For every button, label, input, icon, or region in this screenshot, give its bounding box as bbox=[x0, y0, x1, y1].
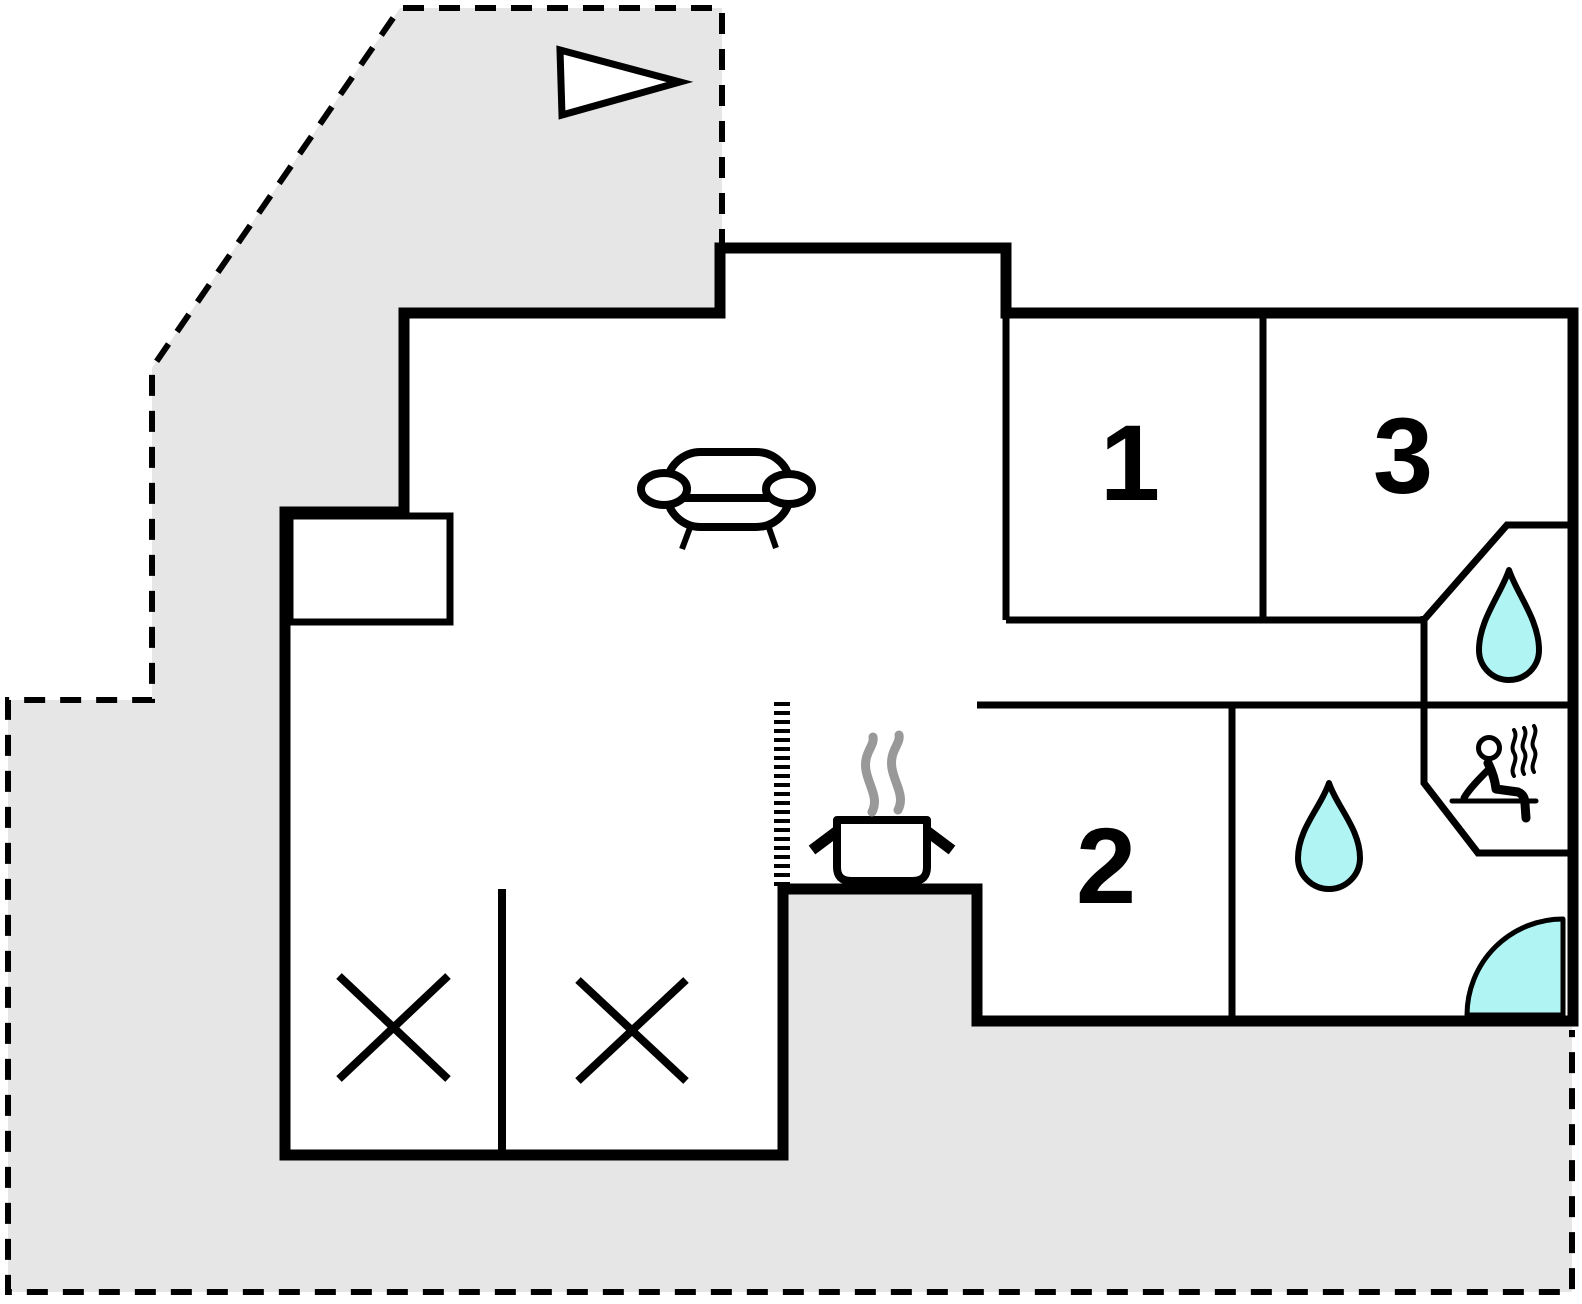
building-footprint bbox=[279, 242, 1579, 1161]
pot-body bbox=[833, 816, 931, 885]
sauna-person-arm bbox=[1460, 766, 1492, 802]
wall-top-bathroom-chamfer bbox=[1419, 521, 1573, 625]
sofa-icon bbox=[637, 448, 816, 551]
cross-marker-icon-left bbox=[336, 973, 451, 1082]
steam-line-left bbox=[861, 732, 879, 817]
entrance-room bbox=[286, 512, 454, 626]
cross-marker-icon-right bbox=[575, 977, 689, 1084]
cooking-pot-icon bbox=[808, 730, 956, 885]
corner-shower-icon bbox=[1464, 916, 1566, 1018]
sauna-steam-3 bbox=[1530, 724, 1538, 774]
north-arrow-icon bbox=[556, 45, 694, 120]
steam-line-right bbox=[887, 730, 905, 815]
sauna-icon bbox=[1449, 724, 1539, 823]
sofa-leg-right bbox=[765, 524, 779, 549]
sofa-armrest-right bbox=[762, 470, 816, 508]
sauna-steam-2 bbox=[1520, 726, 1528, 776]
cross-line bbox=[575, 977, 689, 1084]
sauna-steam-1 bbox=[1510, 728, 1518, 778]
property-boundary bbox=[5, 5, 1575, 1295]
water-drop-icon-top-bathroom bbox=[1476, 567, 1542, 683]
room-1-label: 1 bbox=[1100, 402, 1160, 523]
room-2-label: 2 bbox=[1076, 805, 1136, 926]
sauna-person-head bbox=[1476, 735, 1502, 761]
interior-walls bbox=[498, 313, 1573, 1155]
water-drop-icon-main-bathroom bbox=[1295, 780, 1363, 892]
cross-line bbox=[336, 973, 451, 1082]
sofa-armrest-left bbox=[637, 469, 691, 509]
sauna-person-body bbox=[1483, 758, 1531, 823]
room-3-label: 3 bbox=[1373, 395, 1433, 516]
wall-sauna bbox=[1420, 705, 1573, 857]
